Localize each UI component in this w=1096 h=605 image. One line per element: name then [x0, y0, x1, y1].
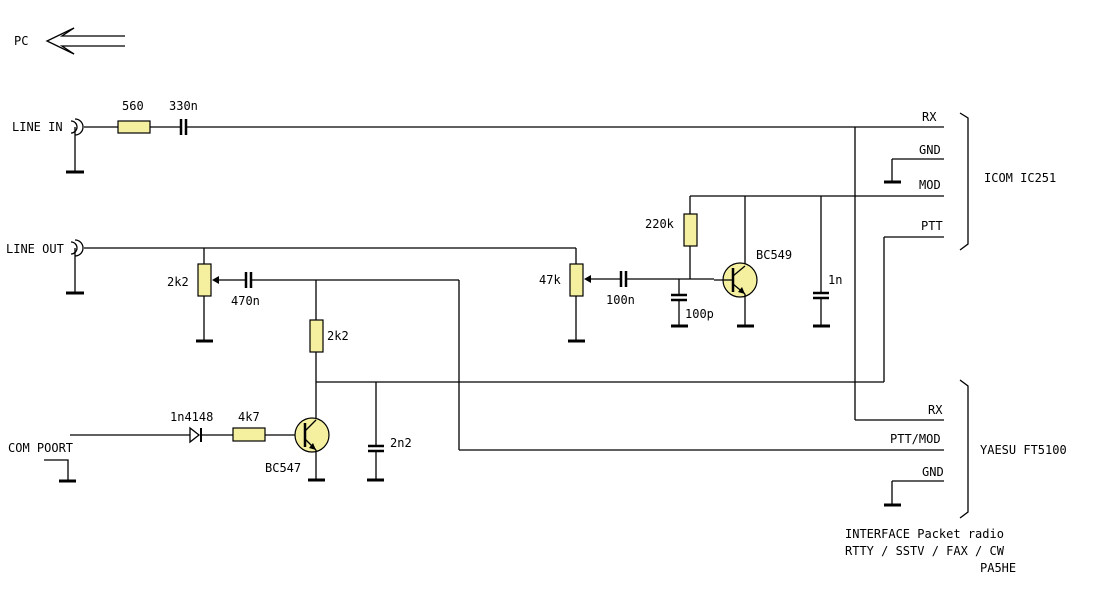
icom-ptt-label: PTT [921, 219, 943, 233]
yaesu-pttmod-label: PTT/MOD [890, 432, 941, 446]
yaesu-gnd-label: GND [922, 465, 944, 479]
icom-name: ICOM IC251 [984, 171, 1056, 185]
capacitor-470n-label: 470n [231, 294, 260, 308]
diode-1n4148-label: 1n4148 [170, 410, 213, 424]
footer-title: INTERFACE Packet radio [845, 527, 1004, 541]
resistor-4k7 [232, 427, 266, 442]
transistor-bc549-label: BC549 [756, 248, 792, 262]
potentiometer-2k2-label: 2k2 [167, 275, 189, 289]
icom-rx-label: RX [922, 110, 937, 124]
yaesu-name: YAESU FT5100 [980, 443, 1067, 457]
com-ground-wire [44, 459, 69, 481]
resistor-2k2 [309, 319, 324, 353]
icom-gnd-label: GND [919, 143, 941, 157]
icom-bracket [959, 112, 969, 251]
footer-callsign: PA5HE [980, 561, 1016, 575]
resistor-4k7-label: 4k7 [238, 410, 260, 424]
icom-mod-label: MOD [919, 178, 941, 192]
line-in-jack-icon [66, 118, 84, 174]
potentiometer-47k [569, 263, 584, 297]
capacitor-330n-label: 330n [169, 99, 198, 113]
transistor-bc547-label: BC547 [265, 461, 301, 475]
capacitor-330n [179, 119, 188, 135]
resistor-220k-label: 220k [645, 217, 675, 231]
wiper-arrow-icon [212, 276, 219, 284]
pc-arrow-icon [45, 27, 125, 55]
potentiometer-2k2 [197, 263, 212, 297]
potentiometer-47k-label: 47k [539, 273, 561, 287]
yaesu-rx-label: RX [928, 403, 943, 417]
transistor-bc549-icon [714, 262, 758, 298]
capacitor-1n-label: 1n [828, 273, 842, 287]
line-out-label: LINE OUT [6, 242, 64, 256]
resistor-2k2-label: 2k2 [327, 329, 349, 343]
pc-label: PC [14, 34, 28, 48]
line-in-label: LINE IN [12, 120, 63, 134]
footer-modes: RTTY / SSTV / FAX / CW [845, 544, 1005, 558]
diode-1n4148-icon [189, 426, 202, 444]
yaesu-bracket [959, 379, 969, 519]
wiper-arrow-icon [584, 275, 591, 283]
resistor-560-label: 560 [122, 99, 144, 113]
capacitor-100n-label: 100n [606, 293, 635, 307]
line-out-jack-icon [66, 239, 84, 295]
com-poort-label: COM POORT [8, 441, 73, 455]
capacitor-2n2-label: 2n2 [390, 436, 412, 450]
capacitor-100p-label: 100p [685, 307, 714, 321]
resistor-560 [117, 120, 151, 134]
transistor-bc547-icon [294, 417, 330, 453]
resistor-220k [683, 213, 698, 247]
